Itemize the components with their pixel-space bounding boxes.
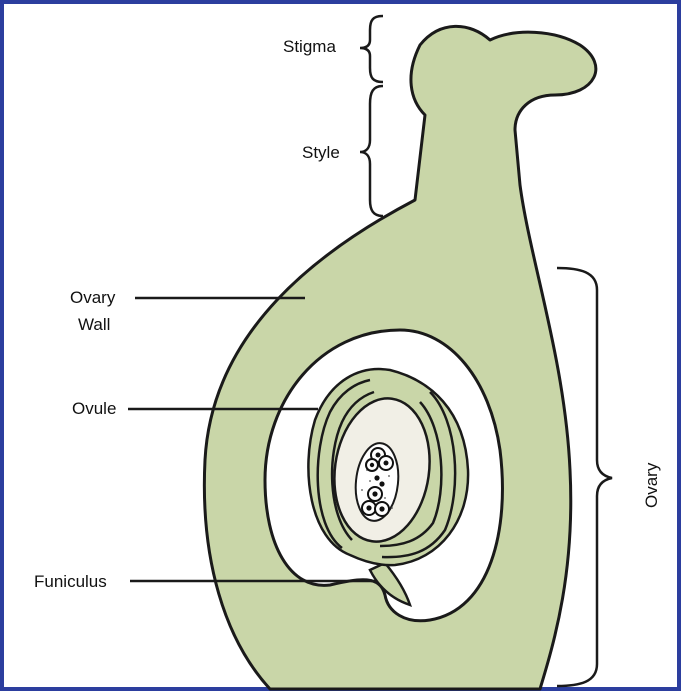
label-funiculus: Funiculus xyxy=(34,572,107,591)
stigma-brace xyxy=(360,16,383,82)
label-ovary-wall-line1: Ovary xyxy=(70,288,116,307)
label-style: Style xyxy=(302,143,340,162)
label-stigma: Stigma xyxy=(283,37,336,56)
style-brace xyxy=(360,86,383,216)
label-ovary-wall-line2: Wall xyxy=(78,315,110,334)
label-ovule: Ovule xyxy=(72,399,116,418)
label-ovary: Ovary xyxy=(642,462,661,508)
